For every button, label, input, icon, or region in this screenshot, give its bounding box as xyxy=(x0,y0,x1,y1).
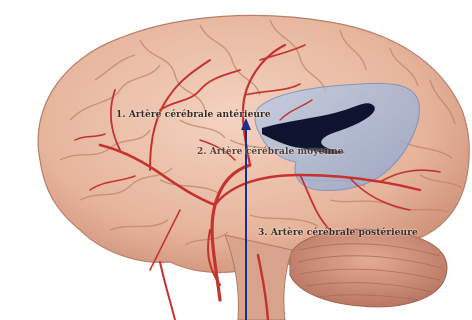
brainstem xyxy=(225,235,292,320)
label-posterior-cerebral-artery: 3. Artère cérébrale postérieure xyxy=(258,228,418,238)
label-anterior-cerebral-artery: 1. Artère cérébrale antérieure xyxy=(116,110,271,120)
label-middle-cerebral-artery: 2. Artère cérébrale moyenne xyxy=(197,147,344,157)
